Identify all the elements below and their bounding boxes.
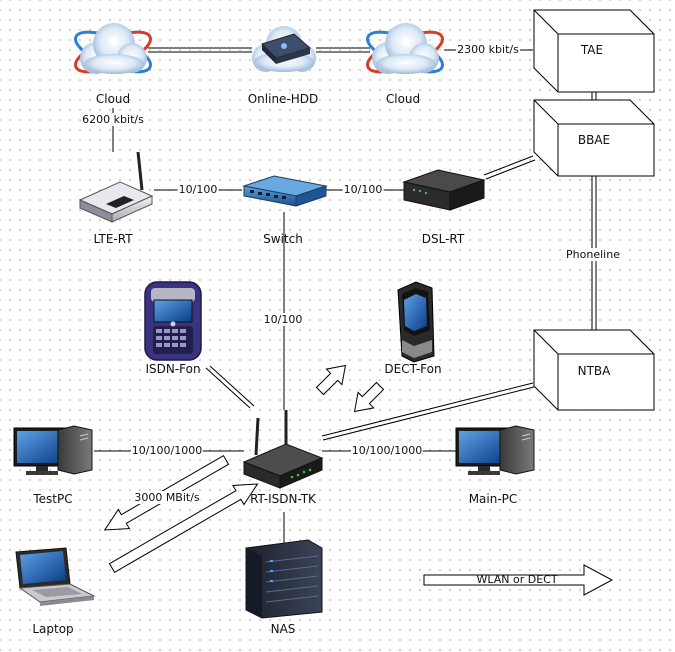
wireless-arrows — [103, 364, 614, 596]
isdn-fon-icon — [144, 281, 202, 361]
laptop-label: Laptop — [32, 622, 74, 636]
edge-label-cloud-lte: 6200 kbit/s — [81, 113, 145, 126]
testpc-icon — [13, 425, 93, 475]
cloud-right-label: Cloud — [385, 92, 421, 106]
dsl-rt-label: DSL-RT — [421, 232, 465, 246]
online-hdd-icon — [252, 26, 316, 72]
dect-fon-label: DECT-Fon — [384, 362, 442, 376]
lte-rt-label: LTE-RT — [93, 232, 133, 246]
online-hdd-label: Online-HDD — [247, 92, 319, 106]
main-pc-icon — [455, 425, 535, 475]
box-ntba — [533, 329, 655, 411]
edge-label-testpc-router: 10/100/1000 — [130, 444, 204, 457]
main-pc-label: Main-PC — [468, 492, 518, 506]
nas-label: NAS — [270, 622, 296, 636]
cloud-right-icon — [366, 23, 444, 74]
edge-label-bbae-ntba: Phoneline — [565, 248, 621, 261]
edge-label-lte-switch: 10/100 — [177, 183, 219, 196]
testpc-label: TestPC — [33, 492, 73, 506]
edge-label-switch-router: 10/100 — [262, 313, 304, 326]
arrow-dectfon-to-router — [353, 381, 385, 413]
rt-isdn-tk-router-icon — [242, 410, 324, 489]
switch-icon — [242, 175, 328, 207]
legend-arrow — [423, 564, 614, 596]
arrow-laptop-to-router — [108, 483, 259, 574]
dsl-router-icon — [402, 169, 486, 211]
link-ntba-router-2 — [322, 386, 535, 441]
isdn-fon-label: ISDN-Fon — [145, 362, 201, 376]
nas-icon — [245, 539, 323, 619]
link-ntba-router — [321, 382, 534, 437]
arrow-router-to-dectfon — [315, 364, 347, 396]
dect-fon-icon — [397, 281, 435, 363]
link-bbae-dsl — [483, 155, 534, 176]
box-bbae — [533, 99, 655, 177]
ntba-label: NTBA — [577, 364, 611, 378]
cloud-left-icon — [74, 23, 152, 74]
legend-label: WLAN or DECT — [476, 573, 558, 586]
lte-router-icon — [78, 151, 154, 223]
bbae-label: BBAE — [577, 133, 611, 147]
box-tae — [533, 9, 655, 93]
link-isdnfon-router — [205, 367, 251, 409]
edge-label-switch-dsl: 10/100 — [342, 183, 384, 196]
edge-label-laptop-wifi: 3000 MBit/s — [133, 491, 201, 504]
edge-label-cloud-tae: 2300 kbit/s — [456, 43, 520, 56]
cloud-left-label: Cloud — [95, 92, 131, 106]
link-bbae-dsl-2 — [485, 159, 536, 180]
laptop-icon — [15, 547, 96, 606]
rt-isdn-tk-label: RT-ISDN-TK — [250, 492, 316, 506]
edge-label-router-mainpc: 10/100/1000 — [350, 444, 424, 457]
link-isdnfon-router-2 — [209, 365, 255, 407]
tae-label: TAE — [580, 43, 604, 57]
switch-label: Switch — [263, 232, 303, 246]
